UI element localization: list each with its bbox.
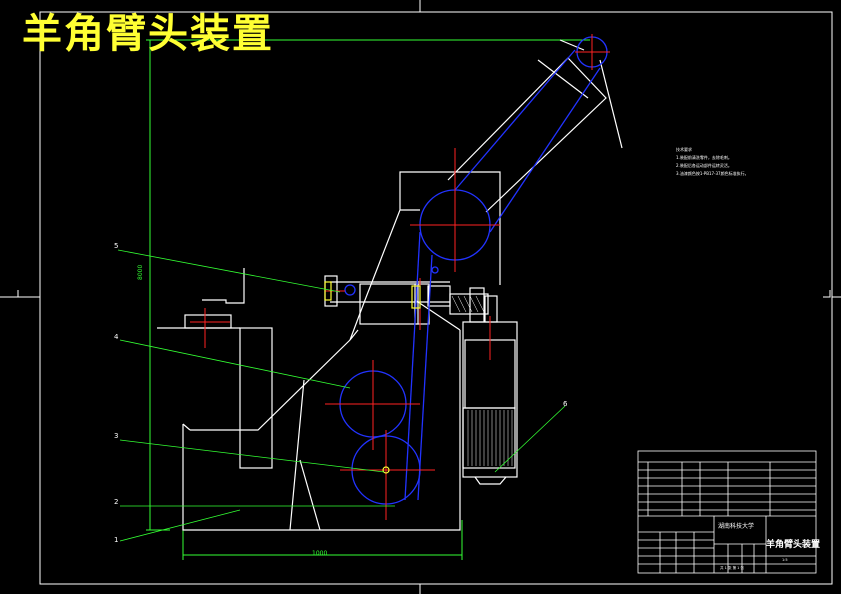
title-block-sheet: 共 1 张 第 1 张 bbox=[720, 566, 745, 570]
title-block-company: 湖南科技大学 bbox=[718, 523, 755, 530]
callout-4: 4 bbox=[114, 333, 119, 341]
dimension-lines bbox=[146, 39, 590, 560]
notes-line: 3.油漆颜色按1-PB17-37颜色标准执行。 bbox=[676, 171, 749, 176]
title-block bbox=[637, 450, 817, 574]
gear-hatching bbox=[451, 295, 485, 313]
horizontal-dimension-label: 1000 bbox=[312, 550, 328, 557]
callout-2: 2 bbox=[114, 498, 119, 506]
technical-notes: 技术要求 1.装配前清洗零件，去除毛刺。 2.装配后各运动部件运转灵活。 3.油… bbox=[676, 146, 749, 178]
callout-3: 3 bbox=[114, 432, 119, 440]
notes-heading: 技术要求 bbox=[676, 147, 692, 152]
center-marks bbox=[190, 34, 610, 520]
accent-parts bbox=[324, 281, 421, 474]
drawing-title: 羊角臂头装置 bbox=[22, 10, 274, 57]
title-block-drawing-name: 羊角臂头装置 bbox=[766, 540, 821, 550]
callout-leaders bbox=[117, 249, 566, 542]
callout-6: 6 bbox=[563, 400, 568, 408]
callout-1: 1 bbox=[114, 536, 119, 544]
title-block-scale: 1:5 bbox=[782, 558, 788, 562]
notes-line: 1.装配前清洗零件，去除毛刺。 bbox=[676, 155, 732, 160]
gears-and-chain bbox=[339, 36, 608, 505]
frame-outline bbox=[157, 39, 623, 531]
notes-line: 2.装配后各运动部件运转灵活。 bbox=[676, 163, 732, 168]
motor-fins bbox=[467, 410, 513, 466]
callout-5: 5 bbox=[114, 242, 119, 250]
vertical-dimension-label: 8000 bbox=[137, 264, 144, 280]
